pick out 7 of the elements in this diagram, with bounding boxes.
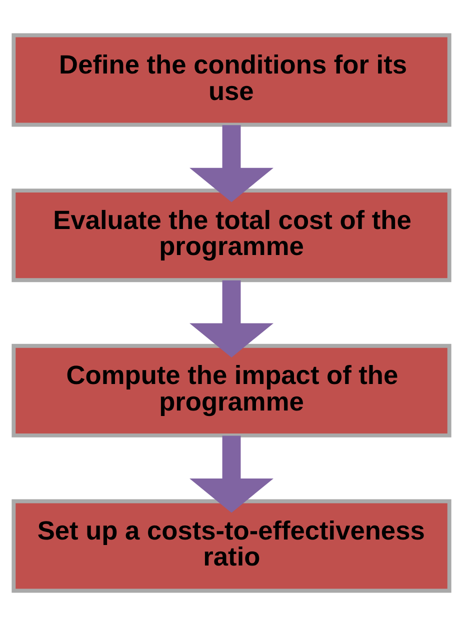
node-box: Set up a costs-to-effectiveness ratio: [12, 498, 452, 592]
arrow: [190, 124, 274, 202]
node-box: Compute the impact of the programme: [12, 343, 452, 437]
node-box: Evaluate the total cost of the programme: [12, 188, 452, 282]
arrow: [190, 435, 274, 512]
arrow: [190, 280, 274, 357]
node-box: Define the conditions for its use: [12, 32, 452, 126]
